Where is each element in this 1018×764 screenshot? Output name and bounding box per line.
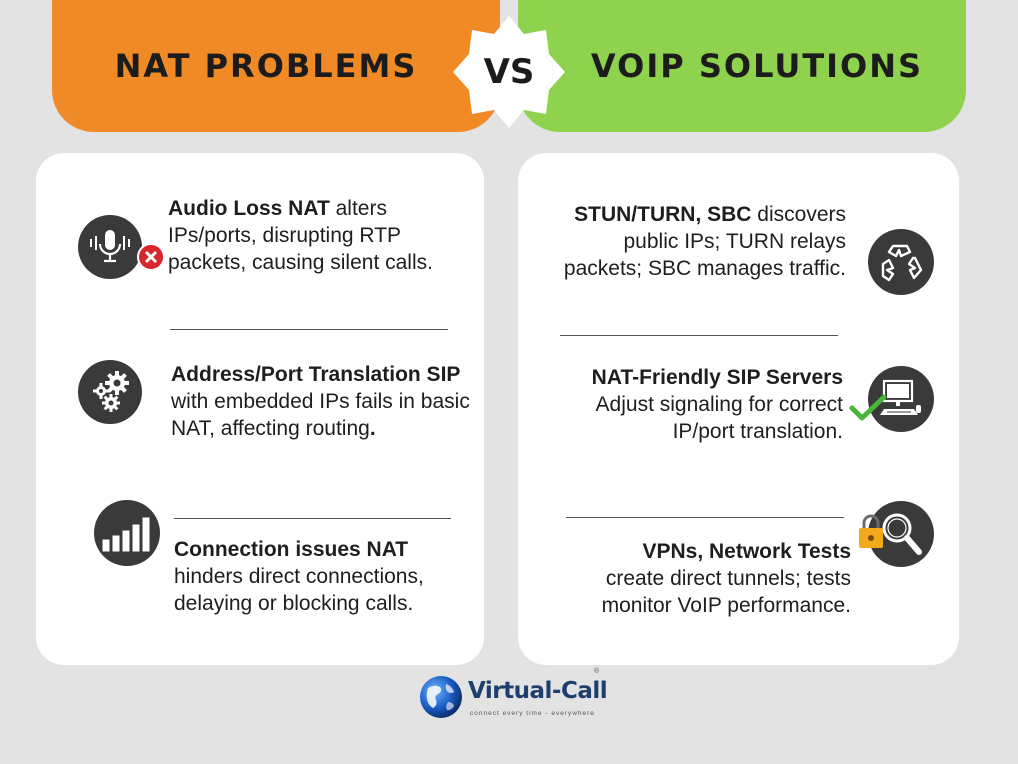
signal-bars-icon: [94, 500, 160, 566]
solution-vpn: VPNs, Network Tests create direct tunnels…: [540, 538, 851, 619]
vs-text: VS: [483, 52, 535, 92]
logo-tagline: connect every time - everywhere: [470, 710, 595, 717]
solution-vpn-title: VPNs, Network Tests: [642, 540, 851, 563]
problem-audio-loss-title: Audio Loss NAT: [168, 197, 330, 220]
gears-icon: [78, 360, 142, 424]
padlock-icon: [859, 514, 883, 548]
voip-solutions-title: VOIP SOLUTIONS: [590, 47, 924, 85]
recycle-arrows-icon: [868, 229, 934, 295]
problem-address-port-desc: with embedded IPs fails in basic NAT, af…: [171, 390, 470, 440]
voip-solutions-banner: VOIP SOLUTIONS: [518, 0, 966, 132]
problem-connection-title: Connection issues NAT: [174, 538, 409, 561]
computer-icon: [868, 366, 934, 432]
check-mark-icon: [849, 394, 887, 421]
solutions-card: STUN/TURN, SBC discovers public IPs; TUR…: [518, 153, 959, 665]
vs-badge-shape: [453, 16, 565, 128]
problem-connection-desc: hinders direct connections, delaying or …: [174, 565, 424, 615]
problems-divider-2: [174, 518, 451, 519]
solution-stun-turn-desc: discovers public IPs; TURN relays packet…: [563, 203, 846, 280]
problems-divider-1: [170, 329, 448, 330]
problem-address-port-title: Address/Port Translation SIP: [171, 363, 461, 386]
error-x-icon: [137, 243, 165, 271]
globe-icon: [420, 676, 462, 718]
nat-problems-title: NAT PROBLEMS: [114, 47, 418, 85]
solution-stun-turn: STUN/TURN, SBC discovers public IPs; TUR…: [540, 201, 846, 282]
problem-audio-loss: Audio Loss NAT alters IPs/ports, disrupt…: [168, 195, 458, 276]
solutions-divider-2: [566, 517, 844, 518]
logo-registered-mark: ®: [594, 668, 600, 675]
problem-connection: Connection issues NAT hinders direct con…: [174, 536, 464, 617]
microphone-icon: [78, 215, 142, 279]
solution-nat-friendly-title: NAT-Friendly SIP Servers: [591, 366, 843, 389]
vs-badge: VS: [451, 14, 567, 130]
nat-problems-banner: NAT PROBLEMS: [52, 0, 500, 132]
problem-audio-loss-desc: alters IPs/ports, disrupting RTP packets…: [168, 197, 433, 274]
problem-address-port: Address/Port Translation SIP with embedd…: [171, 361, 471, 442]
solution-vpn-desc: create direct tunnels; tests monitor VoI…: [601, 567, 851, 617]
problems-card: Audio Loss NAT alters IPs/ports, disrupt…: [36, 153, 484, 665]
virtual-call-logo: Virtual-Call connect every time - everyw…: [418, 668, 608, 724]
solution-stun-turn-title: STUN/TURN, SBC: [574, 203, 752, 226]
logo-name: Virtual-Call: [468, 678, 608, 704]
solutions-divider-1: [560, 335, 838, 336]
problem-address-port-tail: .: [369, 417, 376, 440]
solution-nat-friendly-desc: Adjust signaling for correct IP/port tra…: [595, 393, 843, 443]
